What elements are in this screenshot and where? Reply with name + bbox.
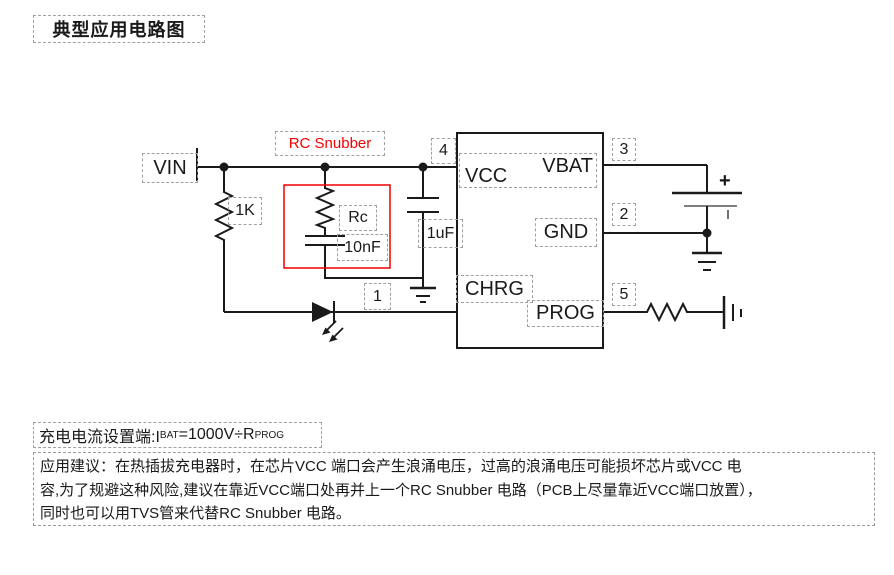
application-notes: 应用建议：在热插拔充电器时，在芯片VCC 端口会产生浪涌电压，过高的浪涌电压可能…	[33, 452, 875, 526]
resistor-prog	[603, 301, 724, 323]
snubber-ground-wire	[324, 245, 423, 279]
note-line: 同时也可以用TVS管来代替RC Snubber 电路。	[40, 505, 351, 522]
resistor-1k	[213, 167, 235, 312]
vbat-wire	[603, 164, 708, 193]
pin-number-2: 2	[612, 203, 636, 226]
ic-pin-vcc: VCC	[465, 165, 508, 187]
led-triangle	[312, 302, 333, 322]
ic-pin-prog: PROG	[527, 300, 604, 327]
capacitor-10nf-label: 10nF	[337, 234, 388, 261]
led-arrow-2	[333, 327, 344, 338]
junction-dot	[702, 228, 712, 238]
ic-pin-chrg: CHRG	[456, 275, 533, 303]
prog-ground-icon-bars	[732, 304, 742, 321]
note-line: 应用建议：在热插拔充电器时，在芯片VCC 端口会产生浪涌电压，过高的浪涌电压可能…	[40, 458, 742, 475]
vin-label: VIN	[142, 153, 198, 183]
junction-dot	[320, 162, 330, 172]
rc-snubber-label: RC Snubber	[275, 131, 385, 156]
ic-pin-vbat: VBAT	[542, 155, 593, 177]
formula-prefix: 充电电流设置端:I	[39, 429, 160, 446]
ic-pin-gnd: GND	[535, 218, 597, 247]
capacitor-1uf	[407, 167, 439, 288]
led-arrowhead-1	[322, 327, 331, 335]
pin-number-1: 1	[364, 283, 391, 310]
battery-ground-icon-bars	[698, 261, 716, 271]
pin-number-4: 4	[431, 138, 456, 164]
formula-sub-bat: BAT	[159, 429, 179, 441]
battery-plus-sign: +	[719, 170, 731, 192]
led-arrow-1	[326, 320, 337, 331]
resistor-rc-label: Rc	[339, 205, 377, 231]
input-ground-icon-bars	[416, 295, 430, 303]
led-arrowhead-2	[329, 334, 338, 342]
formula-sub-prog: PROG	[254, 429, 285, 441]
capacitor-1uf-label: 1uF	[418, 219, 463, 248]
junction-dot	[219, 162, 229, 172]
junction-dot	[418, 162, 428, 172]
snubber-highlight-box	[283, 184, 391, 269]
formula-mid: =1000V÷R	[178, 426, 255, 443]
resistor-1k-label: 1K	[228, 197, 262, 225]
pin-number-5: 5	[612, 283, 636, 306]
resistor-rc	[314, 167, 336, 236]
note-line: 容,为了规避这种风险,建议在靠近VCC端口处再并上一个RC Snubber 电路…	[40, 481, 762, 499]
page-title: 典型应用电路图	[33, 15, 205, 43]
pin-number-3: 3	[612, 138, 636, 161]
ic-body	[456, 132, 604, 349]
ic-top-pins-box: VCC VBAT	[459, 153, 597, 188]
